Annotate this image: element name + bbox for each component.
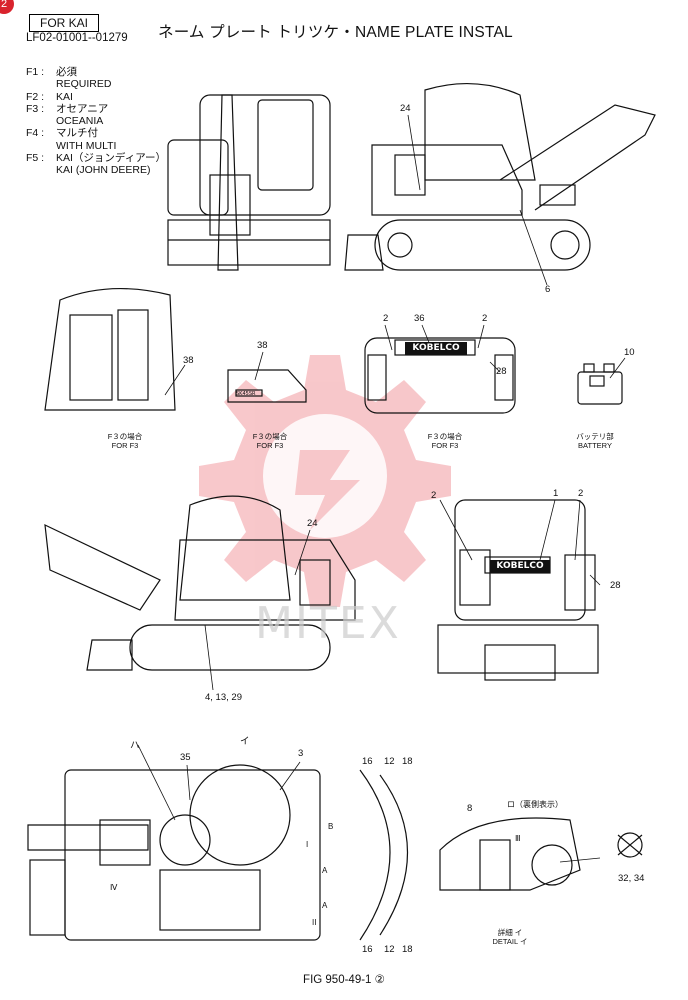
legend-key: F1 : [26, 66, 45, 78]
callout-28: 28 [610, 580, 621, 591]
callout-2: 2 [482, 313, 488, 324]
kobelco-logo-text: KOBELCO [496, 561, 544, 571]
side-view-excavator [344, 83, 656, 271]
legend-value: マルチ付 [56, 127, 98, 140]
legend-key: F3 : [26, 102, 45, 115]
top-view-excavator [27, 764, 321, 941]
callout-24: 24 [307, 518, 318, 529]
legend-value: KAI [56, 90, 73, 103]
callout-35: 35 [180, 752, 191, 763]
battery-detail [577, 363, 623, 405]
figure-number: FIG 950-49-1 ② [303, 974, 385, 986]
watermark-gear-icon [199, 355, 451, 607]
model-plate-text: SK45SR [236, 391, 256, 397]
section-mark-a: A [322, 901, 328, 910]
callout-6: 6 [545, 284, 551, 295]
page-title: ネーム プレート トリツケ・NAME PLATE INSTAL [158, 24, 513, 41]
legend-value: REQUIRED [56, 78, 112, 91]
legend-key: F5 : [26, 152, 45, 165]
rear-view-f3 [364, 337, 516, 414]
callout-1: 1 [553, 488, 559, 499]
kobelco-logo-text: KOBELCO [412, 343, 460, 353]
callout-10: 10 [624, 347, 635, 358]
section-mark-i: I [306, 840, 309, 849]
kobelco-logo-plate [405, 342, 550, 573]
serial-range: LF02-01001--01279 [26, 32, 128, 44]
callout-18: 18 [402, 756, 413, 767]
cab-detail-f3 [44, 287, 176, 411]
callout-28: 28 [496, 366, 507, 377]
caption-back-side: ロ（裏側表示） [507, 800, 563, 809]
fan-part [617, 832, 643, 858]
model-plate-f3 [227, 369, 307, 403]
legend-key: F4 : [26, 127, 45, 140]
front-view-excavator [167, 94, 331, 271]
legend-value: 必須 [56, 66, 77, 78]
callout-12: 12 [384, 944, 395, 955]
section-mark-iii: Ⅲ [515, 834, 521, 843]
callout-12: 12 [384, 756, 395, 767]
callout-2: 2 [383, 313, 389, 324]
callout-24: 24 [400, 103, 411, 114]
section-mark-iv: Ⅳ [110, 883, 118, 892]
legend-value: KAI (JOHN DEERE) [56, 164, 151, 177]
section-mark-b: B [328, 822, 334, 831]
callout-16: 16 [362, 944, 373, 955]
callout-2: 2 [578, 488, 584, 499]
watermark-text: MITEX [255, 598, 401, 649]
callout-3: 3 [298, 748, 304, 759]
callout-8: 8 [467, 803, 473, 814]
side-view-excavator-2 [44, 495, 356, 671]
legend-value: WITH MULTI [56, 139, 117, 152]
callout-ha: ハ [130, 740, 140, 751]
callout-i: イ [240, 736, 250, 747]
callout-38: 38 [183, 355, 194, 366]
callout-38: 38 [257, 340, 268, 351]
side-panel-curve [359, 769, 409, 941]
legend-value: オセアニア [56, 102, 109, 115]
section-mark-a: A [322, 866, 328, 875]
model-tag: FOR KAI [29, 14, 100, 32]
rear-view-excavator [437, 499, 599, 681]
detail-panel [439, 817, 581, 891]
callout-32-34: 32, 34 [618, 873, 645, 884]
legend: F1 : 必須 REQUIRED F2 : KAI F3 : オセアニア OCEANI… [26, 66, 166, 177]
legend-value: KAI（ジョンディアー） [56, 152, 167, 165]
callout-2: 2 [431, 490, 437, 501]
callout-16: 16 [362, 756, 373, 767]
page-number-badge: 2 [0, 0, 14, 14]
section-mark-ii: II [312, 918, 317, 927]
callout-18: 18 [402, 944, 413, 955]
legend-value: OCEANIA [56, 115, 104, 128]
callout-36: 36 [414, 313, 425, 324]
callout-4-13-29: 4, 13, 29 [205, 692, 242, 703]
legend-key: F2 : [26, 90, 45, 103]
